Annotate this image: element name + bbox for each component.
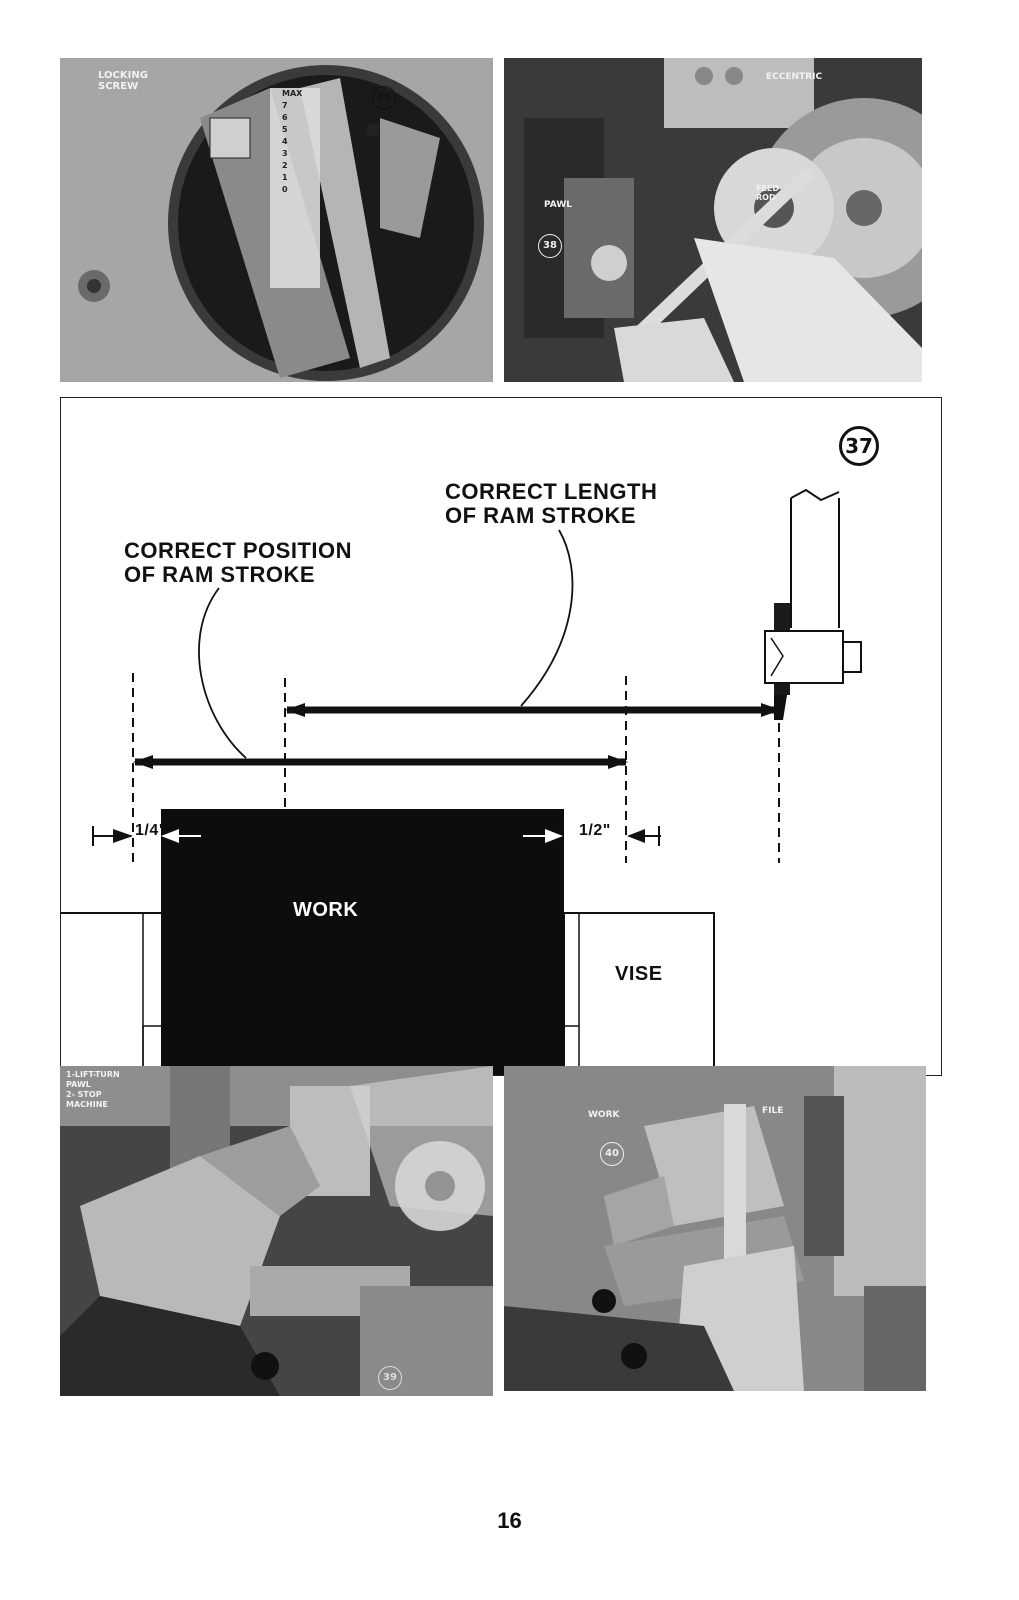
fig40-file-label: FILE <box>762 1106 784 1116</box>
fig39-illustration <box>60 1066 493 1396</box>
scale-mark: 4 <box>282 137 288 146</box>
fig40-number: 40 <box>600 1142 624 1166</box>
fig39-lift-turn-pawl-label: 1-LIFT-TURN PAWL 2- STOP MACHINE <box>66 1070 120 1109</box>
fig38-pawl-label: PAWL <box>544 200 572 210</box>
photo-fig38-eccentric: ECCENTRIC PAWL FEED ROD 38 <box>504 58 922 382</box>
fig40-work-label: WORK <box>588 1110 620 1120</box>
fig36-locking-screw-label: LOCKING SCREW <box>98 70 148 92</box>
fig40-illustration <box>504 1066 926 1391</box>
scale-mark: 6 <box>282 113 288 122</box>
length-leader <box>520 529 574 707</box>
position-of-ram-stroke-label: CORRECT POSITION OF RAM STROKE <box>124 538 353 587</box>
position-leader <box>198 587 247 759</box>
fig39-number: 39 <box>378 1366 402 1390</box>
fig37-number: 37 <box>839 426 879 466</box>
scale-mark: 3 <box>282 149 288 158</box>
photo-fig36-locking-screw: LOCKING SCREW MAX 7 6 5 4 3 2 1 0 36 <box>60 58 493 382</box>
fig38-number: 38 <box>538 234 562 258</box>
fig38-illustration <box>504 58 922 382</box>
scale-mark: 2 <box>282 161 288 170</box>
scale-mark: 0 <box>282 185 288 194</box>
scale-mark: 7 <box>282 101 288 110</box>
fig36-number: 36 <box>372 86 396 110</box>
work-piece <box>161 809 564 1075</box>
ram-stroke-drawing <box>61 488 862 1075</box>
length-of-ram-stroke-label: CORRECT LENGTH OF RAM STROKE <box>445 479 658 528</box>
diagram-fig37-ram-stroke: CORRECT LENGTH OF RAM STROKE CORRECT POS… <box>60 397 942 1076</box>
work-label: WORK <box>293 899 359 921</box>
photo-fig39-lift-turn-pawl: 1-LIFT-TURN PAWL 2- STOP MACHINE 39 <box>60 1066 493 1396</box>
fig36-illustration <box>60 58 493 382</box>
fig38-feed-rod-label: FEED ROD <box>756 184 780 202</box>
scale-mark: 5 <box>282 125 288 134</box>
photo-fig40-work-file: WORK FILE 40 <box>504 1066 926 1391</box>
fig38-eccentric-label: ECCENTRIC <box>766 72 823 82</box>
scale-mark: MAX <box>282 89 303 98</box>
clearance-left-label: 1/4" <box>135 822 167 839</box>
vise-label: VISE <box>615 963 663 985</box>
scale-mark: 1 <box>282 173 288 182</box>
ram-tool-assembly <box>764 488 862 720</box>
page-number: 16 <box>497 1508 522 1533</box>
vise-right-jaw <box>563 912 715 1075</box>
fig36-scale: MAX 7 6 5 4 3 2 1 0 <box>282 88 310 196</box>
clearance-right-label: 1/2" <box>579 822 611 839</box>
